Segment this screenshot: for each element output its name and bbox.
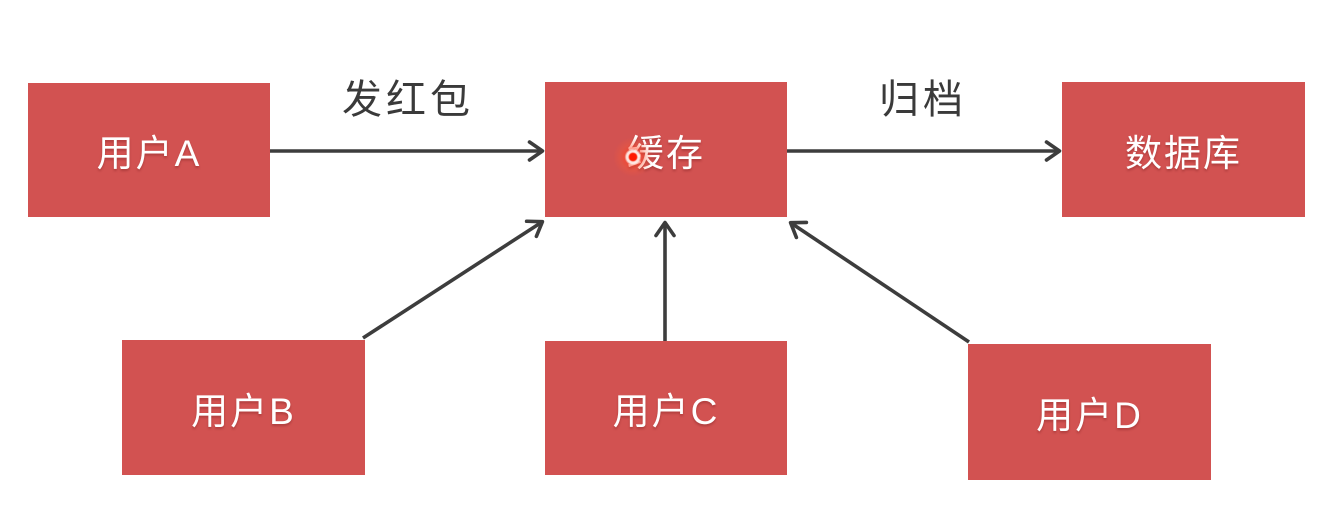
edge-label-send-red-packet: 发红包 — [342, 78, 474, 122]
node-user-d[interactable]: 用户D — [968, 344, 1211, 480]
node-user-c[interactable]: 用户C — [545, 341, 787, 475]
edge-label-archive: 归档 — [879, 78, 967, 122]
node-cache[interactable]: 缓存 — [545, 82, 787, 217]
node-user-b[interactable]: 用户B — [122, 340, 365, 475]
node-database[interactable]: 数据库 — [1062, 82, 1305, 217]
edge-userb-to-cache — [362, 219, 545, 340]
node-user-a[interactable]: 用户A — [28, 83, 270, 217]
edge-userd-to-cache — [788, 220, 971, 344]
